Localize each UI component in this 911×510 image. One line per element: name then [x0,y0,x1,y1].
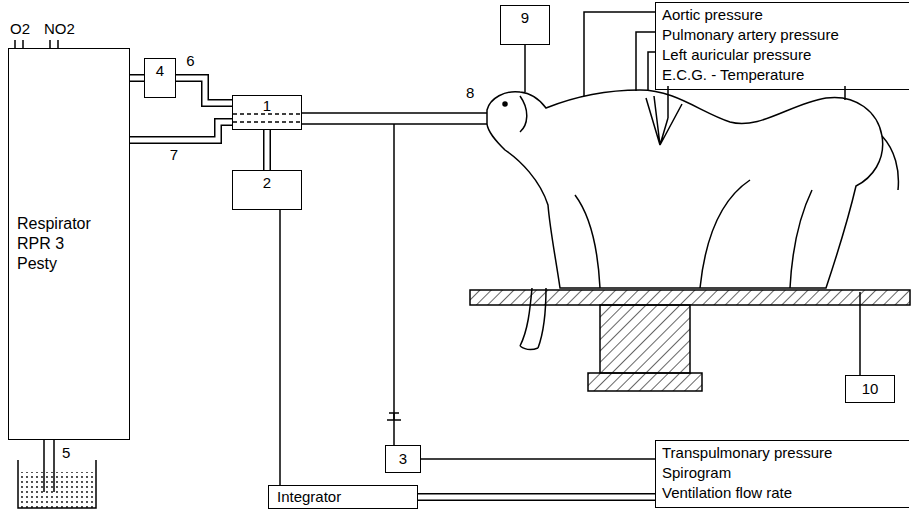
signal-list: Transpulmonary pressureSpirogramVentilat… [655,440,909,508]
node-text: Pulmonary artery pressure [662,25,839,45]
node-text: 4 [156,61,164,81]
connector-bore [130,122,232,140]
pressure-line [393,124,395,445]
node-text: Aortic pressure [662,5,763,25]
node-text: 10 [862,379,879,399]
node-text: 2 [263,173,271,193]
dog-foreleg [520,288,546,350]
unit-box: 9 [500,5,550,45]
connector-bore [176,78,232,103]
node-text: E.C.G. - Temperature [662,65,804,85]
gas-label: O2 [8,20,32,37]
unit-box: 4 [144,58,176,98]
connector [130,78,144,79]
tracheal-tube [302,113,488,124]
callout-number: 8 [464,84,476,101]
node-text: 3 [399,449,407,469]
node-text: Transpulmonary pressure [662,443,832,463]
water-liquid [19,472,95,508]
node-text: 1 [263,96,271,116]
connector-bore [418,495,655,500]
gas-inlet [15,40,58,48]
node-text: Spirogram [662,463,731,483]
valve-passage [233,114,301,122]
dog-body [487,90,883,288]
transducer-box: 3 [385,445,421,473]
lead-wire [648,52,655,90]
tap [387,413,401,420]
table-pedestal [600,305,690,373]
apparatus-drawing [15,12,910,508]
connector-line [418,493,655,501]
node-text: Integrator [277,487,341,507]
connector [421,459,655,460]
unit-box: 2 [232,170,302,210]
node-text: Ventilation flow rate [662,483,792,503]
lead-wire [859,292,861,375]
connector [267,130,268,170]
valve-box: 1 [232,95,302,130]
table-top [470,290,910,305]
connector-line [130,74,144,82]
connector [418,497,655,498]
lead-wire [636,32,655,91]
connector-line [130,122,232,140]
respirator-box: Respirator RPR 3 Pesty [8,48,130,440]
beaker [18,460,96,508]
connector-line [279,210,281,485]
node-text: Left auricular pressure [662,45,811,65]
connector-line [176,78,232,103]
node-text: Respirator RPR 3 Pesty [17,214,97,274]
connector [176,78,232,103]
unit-box: 10 [845,375,895,403]
connector-line [421,458,655,460]
table-base [588,373,702,391]
lead-wire [524,45,526,92]
signal-list: Aortic pressurePulmonary artery pressure… [655,2,909,90]
connector [130,122,232,140]
dog-eye [503,102,507,106]
callout-number: 6 [184,52,196,69]
connector [280,210,281,485]
integrator-box: Integrator [268,485,418,509]
node-text: 9 [521,8,529,28]
callout-number: 7 [168,146,180,163]
connector-bore [130,76,144,81]
connector-line [263,130,271,170]
connector-bore [265,130,270,170]
lead-wire [844,86,846,100]
gas-label: NO2 [42,20,77,37]
dog-details [520,96,898,288]
lead-wire [646,86,682,145]
callout-number: 5 [60,444,72,461]
lead-wire [584,12,655,96]
